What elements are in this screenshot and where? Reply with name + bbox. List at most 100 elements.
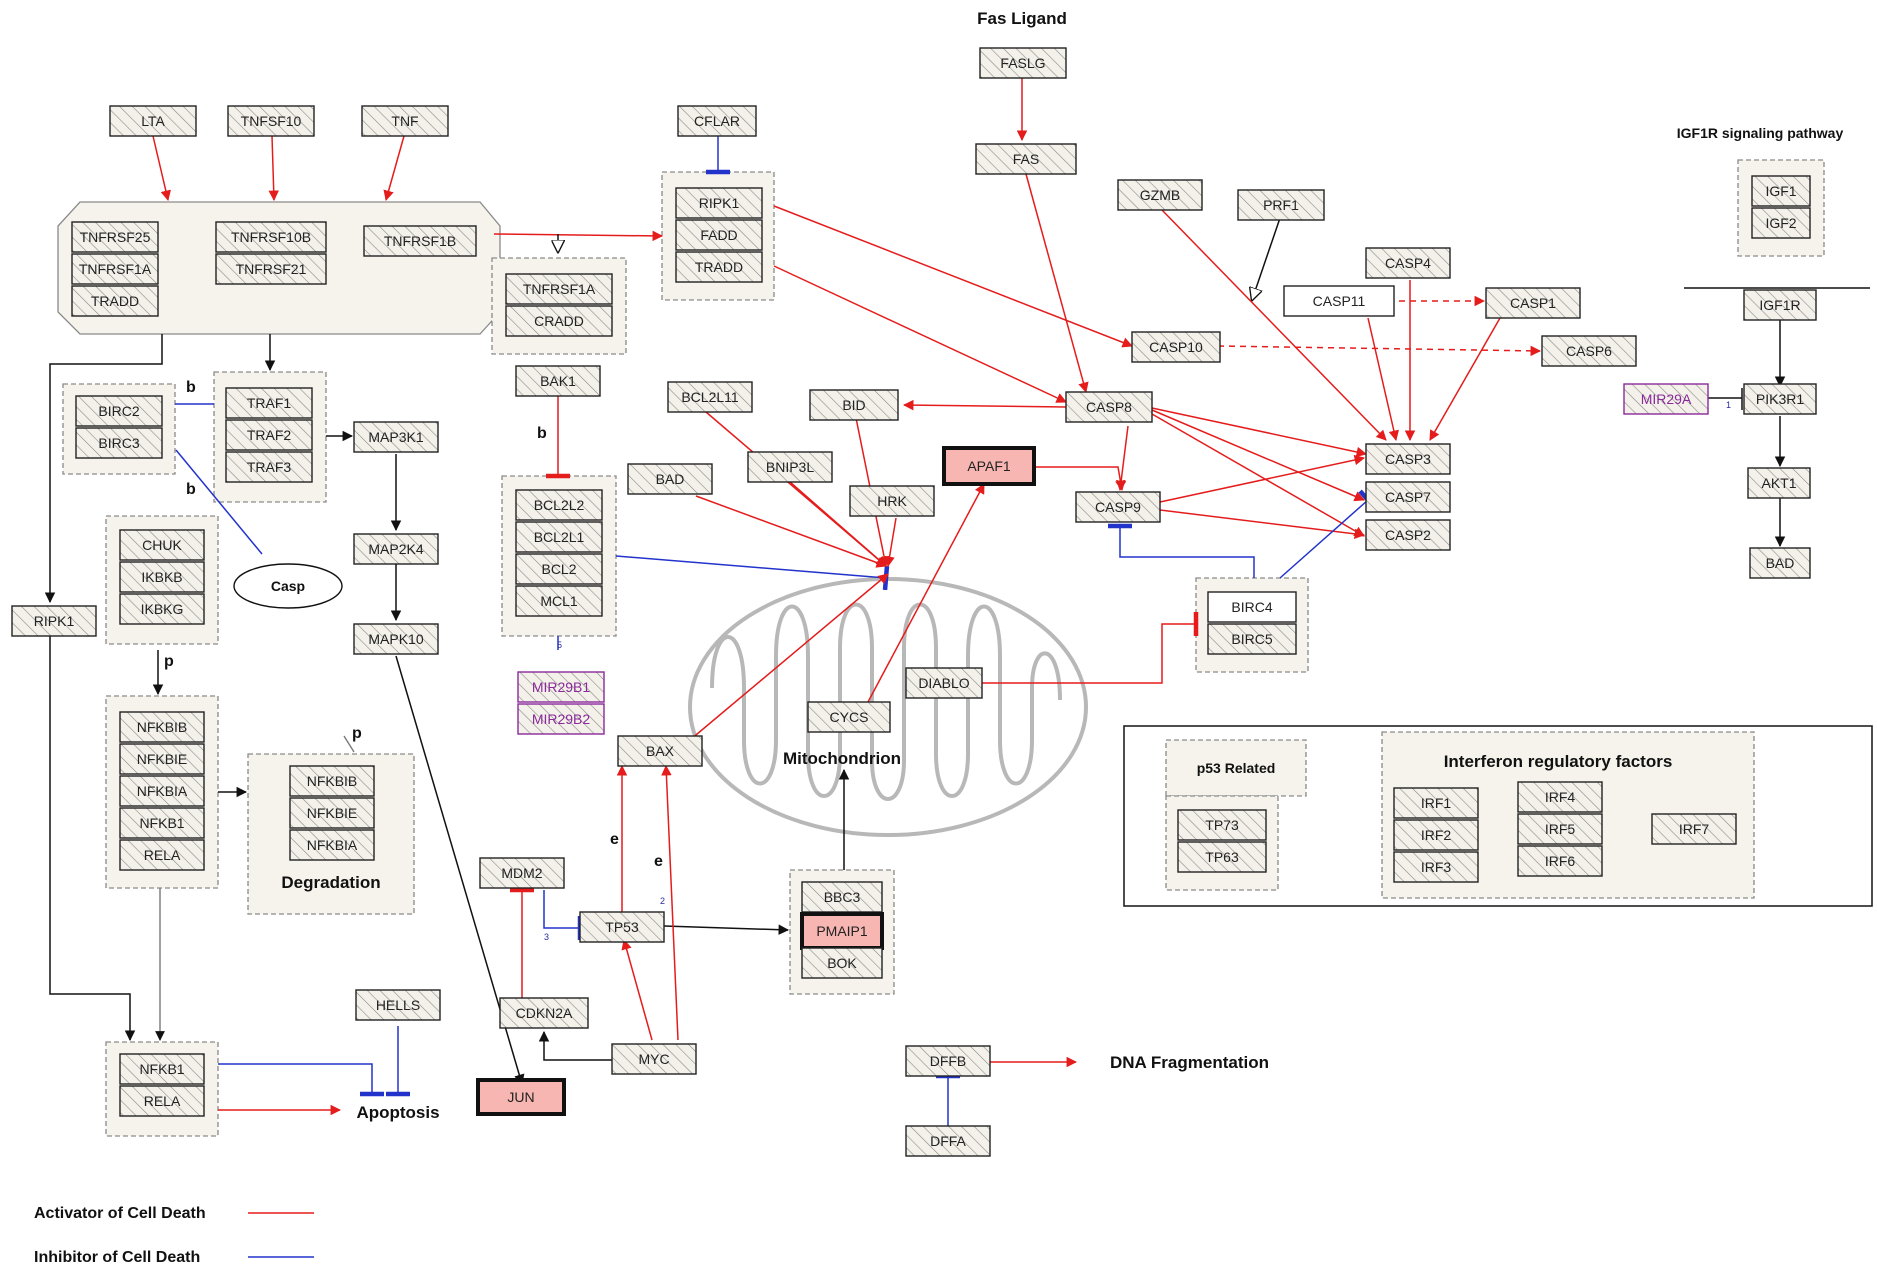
gene-node-mapk10[interactable]: MAPK10 [353, 623, 439, 655]
gene-node-igf2[interactable]: IGF2 [1751, 207, 1811, 239]
gene-node-birc3[interactable]: BIRC3 [75, 427, 163, 459]
gene-node-tnfrsf1a[interactable]: TNFRSF1A [71, 253, 159, 285]
gene-node-irf7[interactable]: IRF7 [1651, 813, 1737, 845]
gene-node-irf3[interactable]: IRF3 [1393, 851, 1479, 883]
gene-node-irf2[interactable]: IRF2 [1393, 819, 1479, 851]
gene-node-casp7[interactable]: CASP7 [1365, 481, 1451, 513]
gene-node-hells[interactable]: HELLS [355, 989, 441, 1021]
gene-node-tp63[interactable]: TP63 [1177, 841, 1267, 873]
gene-node-birc5[interactable]: BIRC5 [1207, 623, 1297, 655]
gene-node-lta[interactable]: LTA [109, 105, 197, 137]
gene-node-nfkbib[interactable]: NFKBIB [119, 711, 205, 743]
gene-node-casp9[interactable]: CASP9 [1075, 491, 1161, 523]
gene-node-bid[interactable]: BID [809, 389, 899, 421]
gene-node-tnfrsf1b[interactable]: TNFRSF1B [363, 225, 477, 257]
gene-node-birc2[interactable]: BIRC2 [75, 395, 163, 427]
gene-node-nfkbia[interactable]: NFKBIA [119, 775, 205, 807]
gene-node-casp8[interactable]: CASP8 [1065, 391, 1153, 423]
gene-node-casp6[interactable]: CASP6 [1541, 335, 1637, 367]
gene-node-akt1[interactable]: AKT1 [1747, 467, 1811, 499]
gene-node-mcl1[interactable]: MCL1 [515, 585, 603, 617]
gene-node-casp3[interactable]: CASP3 [1365, 443, 1451, 475]
gene-node-bak1[interactable]: BAK1 [515, 365, 601, 397]
gene-node-traf1[interactable]: TRAF1 [225, 387, 313, 419]
gene-node-hrk[interactable]: HRK [849, 485, 935, 517]
gene-node-fadd[interactable]: FADD [675, 219, 763, 251]
gene-node-bad-r[interactable]: BAD [1749, 547, 1811, 579]
gene-node-box [1365, 247, 1451, 279]
gene-node-nfkbie[interactable]: NFKBIE [119, 743, 205, 775]
gene-node-dffa[interactable]: DFFA [905, 1125, 991, 1157]
gene-node-label: TP53 [605, 919, 639, 935]
gene-node-cradd[interactable]: CRADD [505, 305, 613, 337]
gene-node-mir29b2[interactable]: MIR29B2 [517, 703, 605, 735]
gene-node-bcl2[interactable]: BCL2 [515, 553, 603, 585]
gene-node-casp4[interactable]: CASP4 [1365, 247, 1451, 279]
gene-node-tp53[interactable]: TP53 [579, 911, 665, 943]
gene-node-jun[interactable]: JUN [476, 1078, 566, 1116]
gene-node-nfkbia-d[interactable]: NFKBIA [289, 829, 375, 861]
gene-node-irf5[interactable]: IRF5 [1517, 813, 1603, 845]
gene-node-tradd[interactable]: TRADD [71, 285, 159, 317]
gene-node-chuk[interactable]: CHUK [119, 529, 205, 561]
gene-node-ikbkb[interactable]: IKBKB [119, 561, 205, 593]
gene-node-traf3[interactable]: TRAF3 [225, 451, 313, 483]
gene-node-cycs[interactable]: CYCS [807, 701, 891, 733]
gene-node-nfkbib-d[interactable]: NFKBIB [289, 765, 375, 797]
gene-node-pmaip1[interactable]: PMAIP1 [800, 912, 884, 950]
gene-node-igf1[interactable]: IGF1 [1751, 175, 1811, 207]
gene-node-label: MIR29B2 [532, 711, 591, 727]
gene-node-casp10[interactable]: CASP10 [1131, 331, 1221, 363]
gene-node-tradd-c[interactable]: TRADD [675, 251, 763, 283]
gene-node-ikbkg[interactable]: IKBKG [119, 593, 205, 625]
gene-node-faslg[interactable]: FASLG [979, 47, 1067, 79]
gene-node-bcl2l2[interactable]: BCL2L2 [515, 489, 603, 521]
gene-node-diablo[interactable]: DIABLO [905, 667, 983, 699]
gene-node-ripk1-c[interactable]: RIPK1 [675, 187, 763, 219]
gene-node-cdkn2a[interactable]: CDKN2A [499, 997, 589, 1029]
gene-node-rela-b[interactable]: RELA [119, 1085, 205, 1117]
gene-node-casp1[interactable]: CASP1 [1485, 287, 1581, 319]
gene-node-traf2[interactable]: TRAF2 [225, 419, 313, 451]
gene-node-map3k1[interactable]: MAP3K1 [353, 421, 439, 453]
gene-node-pik3r1[interactable]: PIK3R1 [1743, 383, 1817, 415]
gene-node-dffb[interactable]: DFFB [905, 1045, 991, 1077]
gene-node-tnfsf10[interactable]: TNFSF10 [227, 105, 315, 137]
gene-node-ripk1[interactable]: RIPK1 [11, 605, 97, 637]
gene-node-mir29a[interactable]: MIR29A [1623, 383, 1709, 415]
gene-node-apaf1[interactable]: APAF1 [942, 446, 1036, 486]
gene-node-fas[interactable]: FAS [975, 143, 1077, 175]
gene-node-rela[interactable]: RELA [119, 839, 205, 871]
gene-node-tnfrsf10b[interactable]: TNFRSF10B [215, 221, 327, 253]
gene-node-cflar[interactable]: CFLAR [677, 105, 757, 137]
gene-node-bad[interactable]: BAD [627, 463, 713, 495]
gene-node-bcl2l11[interactable]: BCL2L11 [667, 381, 753, 413]
gene-node-myc[interactable]: MYC [611, 1043, 697, 1075]
gene-node-nfkb1-b[interactable]: NFKB1 [119, 1053, 205, 1085]
gene-node-mir29b1[interactable]: MIR29B1 [517, 671, 605, 703]
gene-node-bok[interactable]: BOK [801, 947, 883, 979]
gene-node-bax[interactable]: BAX [617, 735, 703, 767]
gene-node-label: CASP9 [1095, 499, 1141, 515]
gene-node-map2k4[interactable]: MAP2K4 [353, 533, 439, 565]
gene-node-prf1[interactable]: PRF1 [1237, 189, 1325, 221]
gene-node-bcl2l1[interactable]: BCL2L1 [515, 521, 603, 553]
gene-node-igf1r[interactable]: IGF1R [1743, 289, 1817, 321]
gene-node-tnfrsf21[interactable]: TNFRSF21 [215, 253, 327, 285]
gene-node-gzmb[interactable]: GZMB [1117, 179, 1203, 211]
gene-node-irf4[interactable]: IRF4 [1517, 781, 1603, 813]
gene-node-nfkb1[interactable]: NFKB1 [119, 807, 205, 839]
gene-node-irf1[interactable]: IRF1 [1393, 787, 1479, 819]
gene-node-nfkbie-d[interactable]: NFKBIE [289, 797, 375, 829]
gene-node-tp73[interactable]: TP73 [1177, 809, 1267, 841]
gene-node-tnfrsf1a-c[interactable]: TNFRSF1A [505, 273, 613, 305]
gene-node-bnip3l[interactable]: BNIP3L [747, 451, 833, 483]
gene-node-casp11[interactable]: CASP11 [1283, 285, 1395, 317]
gene-node-birc4[interactable]: BIRC4 [1207, 591, 1297, 623]
gene-node-tnf[interactable]: TNF [361, 105, 449, 137]
gene-node-mdm2[interactable]: MDM2 [479, 857, 565, 889]
gene-node-irf6[interactable]: IRF6 [1517, 845, 1603, 877]
gene-node-tnfrsf25[interactable]: TNFRSF25 [71, 221, 159, 253]
gene-node-casp2[interactable]: CASP2 [1365, 519, 1451, 551]
gene-node-bbc3[interactable]: BBC3 [801, 881, 883, 913]
